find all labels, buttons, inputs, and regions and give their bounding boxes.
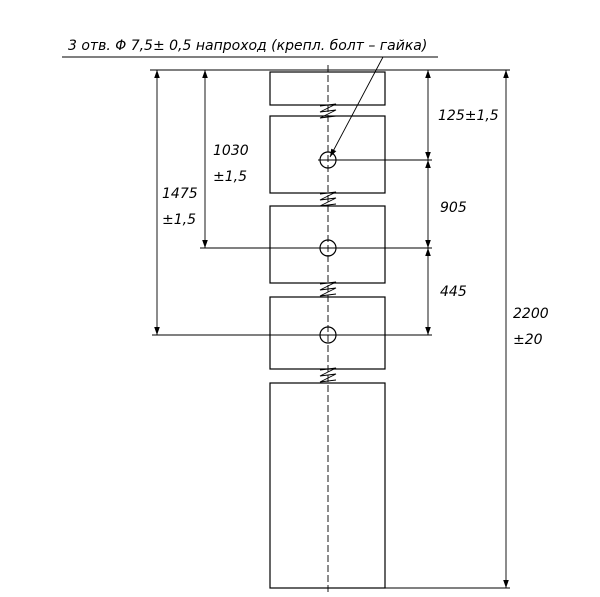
dim-905-label: 905 (440, 200, 467, 216)
segment-2 (269, 115, 386, 194)
dim-1030-value: 1030 (213, 143, 249, 159)
segment-5 (269, 382, 386, 589)
dim-125-label: 125±1,5 (438, 108, 499, 124)
break-mark-2 (319, 191, 337, 207)
break-mark-3 (319, 281, 337, 297)
dim-445-label: 445 (440, 284, 467, 300)
extension-lines (150, 69, 510, 589)
dim-2200-tol: ±20 (513, 332, 543, 348)
segment-1 (269, 71, 386, 106)
segment-4 (269, 296, 386, 370)
dim-1475-value: 1475 (162, 186, 198, 202)
dim-2200-value: 2200 (513, 306, 549, 322)
dimension-lines (154, 70, 509, 588)
break-mark-4 (319, 367, 337, 383)
part-body (269, 71, 386, 589)
dimension-labels: 125±1,5 905 445 2200 ±20 1030 ±1,5 1475 … (162, 108, 549, 348)
segment-3 (269, 205, 386, 284)
dim-1475-tol: ±1,5 (162, 212, 196, 228)
break-mark-1 (319, 103, 337, 119)
title-note: 3 отв. Φ 7,5± 0,5 напроход (крепл. болт … (68, 38, 427, 54)
dim-1030-tol: ±1,5 (213, 169, 247, 185)
leader-line (329, 56, 384, 158)
break-marks (319, 103, 337, 383)
